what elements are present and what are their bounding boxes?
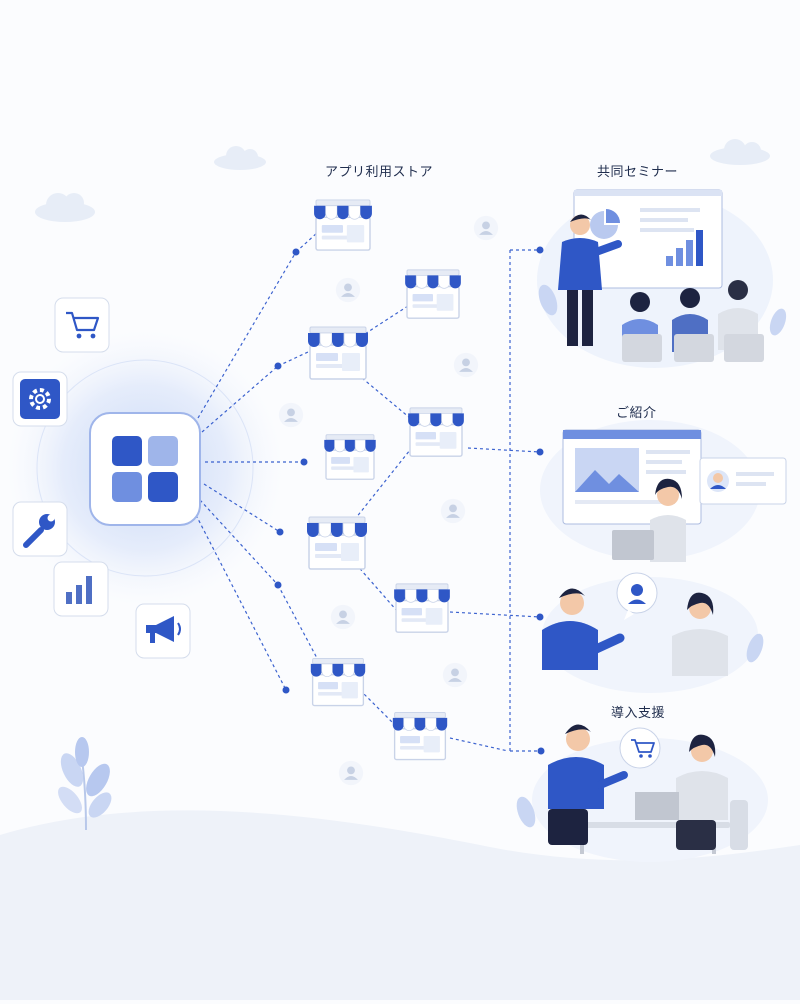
store-icon <box>404 269 462 319</box>
store-icon <box>323 434 377 480</box>
store-icon <box>407 407 465 457</box>
tool-icons <box>12 297 191 659</box>
bar-chart-icon <box>53 561 109 617</box>
intro-label: ご紹介 <box>616 406 657 421</box>
shopping-cart-icon <box>54 297 110 353</box>
store-label: アプリ利用ストア <box>325 165 434 180</box>
profile-card <box>699 457 787 505</box>
store-icon <box>392 711 448 761</box>
app-hub <box>89 412 201 526</box>
gear-icon <box>12 371 68 427</box>
support-label: 導入支援 <box>611 706 666 721</box>
store-icon <box>307 326 369 380</box>
plant-decoration <box>58 737 112 831</box>
network-nodes <box>274 246 545 755</box>
storefronts <box>306 199 465 761</box>
ground-hill <box>0 810 800 1000</box>
seminar-scene <box>537 189 787 368</box>
megaphone-icon <box>135 603 191 659</box>
support-scene <box>516 724 768 862</box>
store-icon <box>306 516 368 570</box>
cart-bubble <box>619 727 661 769</box>
conversation-scene <box>542 572 764 693</box>
store-icon <box>310 657 366 707</box>
ghost-users <box>278 215 499 786</box>
wrench-icon <box>12 501 68 557</box>
store-icon <box>393 583 451 633</box>
app-grid-icon <box>112 436 178 502</box>
store-icon <box>313 199 373 251</box>
seminar-label: 共同セミナー <box>597 165 679 180</box>
cloud-decoration <box>35 139 770 222</box>
intro-scene <box>540 420 787 562</box>
